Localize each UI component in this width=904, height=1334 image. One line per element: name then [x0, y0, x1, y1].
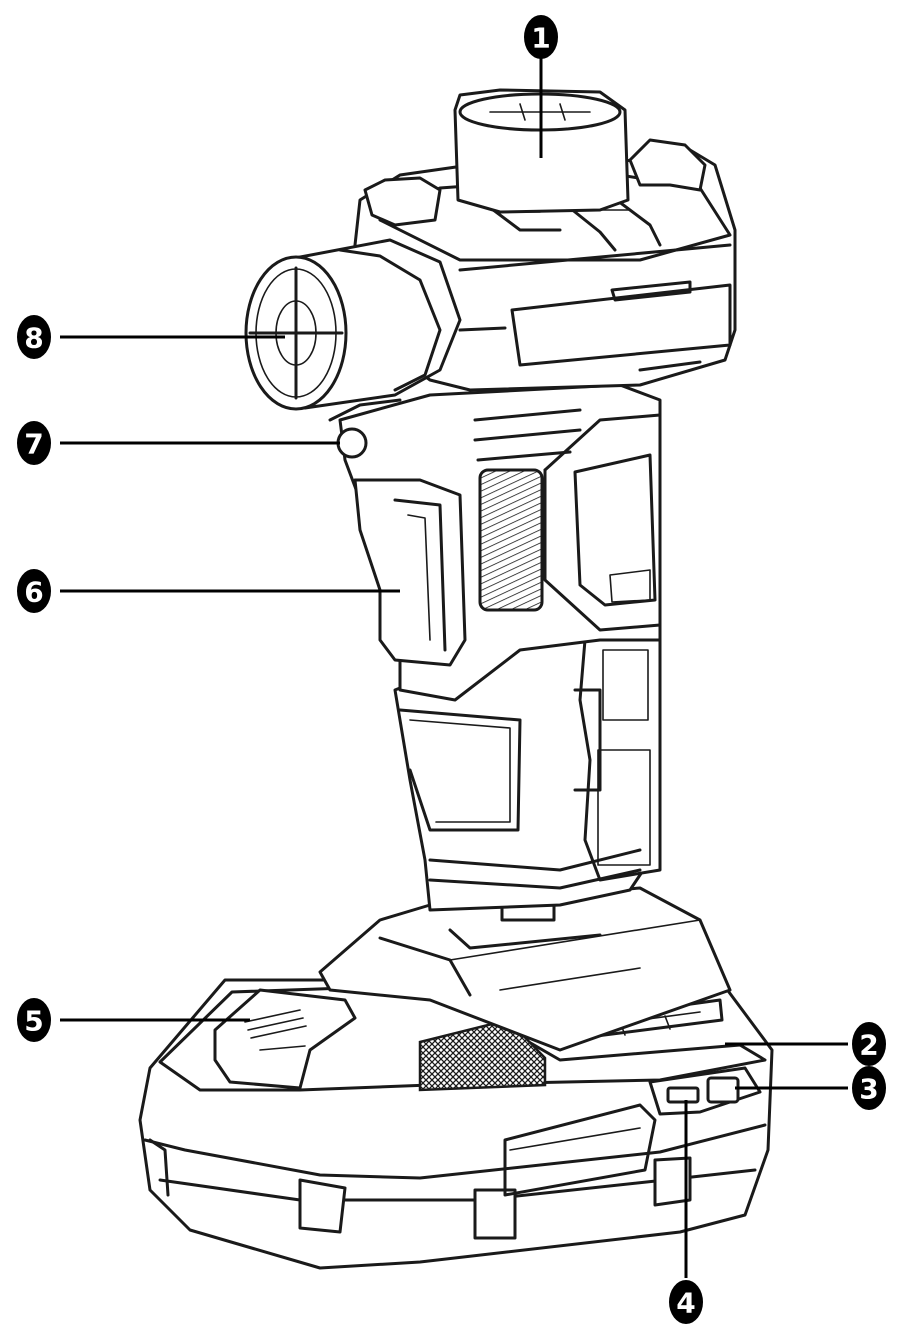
- callout-2-label: 2: [859, 1029, 878, 1062]
- callout-8: 8: [17, 315, 51, 359]
- callout-4: 4: [669, 1280, 703, 1324]
- callout-3: 3: [852, 1066, 886, 1110]
- callout-7: 7: [17, 421, 51, 465]
- callout-1-label: 1: [531, 22, 550, 55]
- callout-3-label: 3: [859, 1073, 878, 1106]
- callout-5: 5: [17, 998, 51, 1042]
- callout-5-label: 5: [24, 1005, 43, 1038]
- battery-base: [138, 978, 774, 1270]
- motor-housing: [328, 383, 662, 702]
- callout-6: 6: [17, 569, 51, 613]
- callout-6-label: 6: [24, 576, 43, 609]
- callout-2: 2: [852, 1022, 886, 1066]
- callout-1: 1: [524, 15, 558, 59]
- head-drum: [244, 88, 737, 411]
- callout-7-label: 7: [24, 428, 43, 461]
- callout-4-label: 4: [676, 1287, 695, 1320]
- base-collar: [318, 886, 732, 1052]
- callout-8-label: 8: [24, 322, 43, 355]
